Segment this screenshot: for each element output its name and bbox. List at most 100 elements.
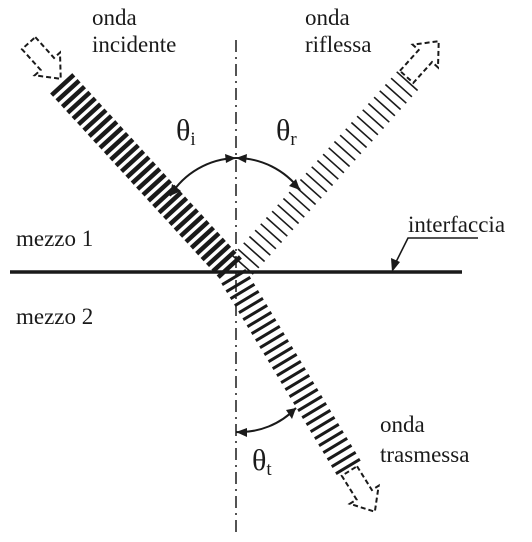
transmitted-wavefront: [326, 444, 353, 461]
incident-wavefront: [200, 237, 226, 262]
transmitted-arc-arrowhead-left: [236, 428, 247, 437]
theta-incident: θi: [176, 114, 196, 150]
transmitted-wavefront: [305, 409, 332, 426]
reflected-wavefront: [316, 159, 339, 180]
reflected-wave-fronts: [231, 71, 419, 275]
incident-wavefront: [87, 114, 113, 138]
incident-wavefront: [125, 155, 151, 179]
reflected-wavefront: [333, 140, 356, 161]
transmitted-wavefront: [318, 430, 344, 447]
reflected-wavefront: [345, 128, 368, 149]
transmitted-wavefront: [229, 283, 256, 300]
reflected-wavefront: [282, 197, 305, 218]
reflected-wavefront: [299, 178, 322, 199]
reflected-wavefront: [237, 248, 260, 269]
interface-label: interfaccia: [408, 212, 505, 237]
transmitted-wavefront: [255, 325, 281, 342]
incident-label-line1: onda: [92, 5, 137, 30]
reflected-wavefront: [248, 235, 271, 256]
theta-transmitted: θt: [252, 444, 272, 480]
transmitted-wavefront: [267, 346, 294, 363]
reflected-wavefront: [350, 121, 373, 142]
medium1-label: mezzo 1: [16, 226, 93, 251]
transmitted-label-line2: trasmessa: [380, 442, 469, 467]
transmitted-wavefront: [259, 332, 285, 349]
transmitted-wavefront: [221, 269, 247, 286]
transmitted-wavefront: [297, 395, 323, 412]
reflected-wavefront: [254, 229, 277, 250]
transmitted-wavefront: [284, 374, 311, 391]
reflected-wavefront: [356, 115, 379, 136]
theta-transmitted-symbol: θ: [252, 444, 266, 477]
incident-wavefront: [189, 225, 216, 250]
reflected-arc-arrowhead: [289, 179, 300, 190]
reflected-wavefront: [260, 223, 283, 244]
reflected-label-line2: riflessa: [305, 32, 371, 57]
theta-reflected: θr: [276, 114, 297, 150]
incident-wavefront: [55, 79, 81, 103]
incident-wavefront: [179, 214, 205, 238]
transmitted-wavefront: [301, 402, 327, 419]
incident-wavefront: [82, 108, 108, 132]
transmitted-wavefront: [276, 360, 302, 377]
incident-arrow: [20, 35, 62, 80]
incident-arc-arrowhead-top: [225, 154, 236, 163]
incident-wavefront: [76, 102, 103, 127]
reflected-wavefront: [271, 210, 294, 231]
transmitted-wavefront: [234, 290, 260, 307]
incident-wavefront: [60, 84, 87, 109]
theta-reflected-symbol: θ: [276, 114, 290, 147]
transmitted-wave-fronts: [221, 269, 361, 475]
reflected-wavefront: [373, 96, 396, 117]
incident-wavefront: [141, 173, 167, 197]
reflected-wavefront: [396, 71, 419, 92]
reflected-wavefront: [322, 153, 345, 174]
interface-pointer-arrowhead: [391, 258, 400, 272]
transmitted-arc-arrowhead: [286, 408, 296, 419]
incident-wavefront: [136, 167, 162, 191]
transmitted-arrow: [340, 464, 380, 514]
transmitted-wavefront: [250, 318, 277, 335]
interface-pointer: [393, 237, 478, 267]
transmitted-wavefront: [280, 367, 306, 384]
incident-wavefront: [195, 231, 221, 256]
incident-wavefront: [157, 190, 183, 215]
transmitted-wavefront: [238, 297, 264, 314]
transmitted-wavefront: [271, 353, 298, 370]
reflected-wavefront: [328, 147, 351, 168]
incident-wavefront: [114, 143, 140, 168]
reflected-wavefront: [339, 134, 362, 155]
transmitted-wavefront: [246, 311, 273, 328]
incident-wavefront: [162, 196, 189, 221]
reflected-wavefront: [243, 242, 266, 263]
reflected-wavefront: [384, 83, 407, 104]
transmitted-wavefront: [242, 304, 268, 321]
reflected-wavefront: [362, 109, 385, 130]
incident-wavefront: [93, 120, 119, 144]
incident-wavefront: [146, 178, 173, 203]
theta-incident-symbol: θ: [176, 114, 190, 147]
theta-transmitted-subscript: t: [266, 459, 272, 480]
transmitted-wavefront: [314, 423, 340, 440]
theta-reflected-subscript: r: [290, 129, 297, 150]
incident-arc-arrowhead: [170, 184, 181, 196]
transmitted-angle-arc: [235, 407, 297, 434]
transmitted-wavefront: [322, 437, 348, 454]
medium2-label: mezzo 2: [16, 304, 93, 329]
transmitted-wavefront: [293, 388, 319, 405]
reflected-wavefront: [379, 90, 402, 111]
reflected-wavefront: [311, 166, 334, 187]
reflected-wavefront: [367, 102, 390, 123]
transmitted-wavefront: [330, 451, 357, 468]
reflected-wavefront: [288, 191, 311, 212]
incident-wavefront: [71, 96, 97, 121]
incident-wavefront: [173, 208, 199, 232]
reflected-wavefront: [390, 77, 413, 98]
incident-wavefront: [184, 220, 210, 244]
incident-wavefront: [168, 202, 194, 226]
incident-wave-fronts: [50, 73, 242, 279]
transmitted-wavefront: [309, 416, 336, 433]
incident-wavefront: [130, 161, 156, 185]
transmitted-wavefront: [335, 458, 361, 475]
